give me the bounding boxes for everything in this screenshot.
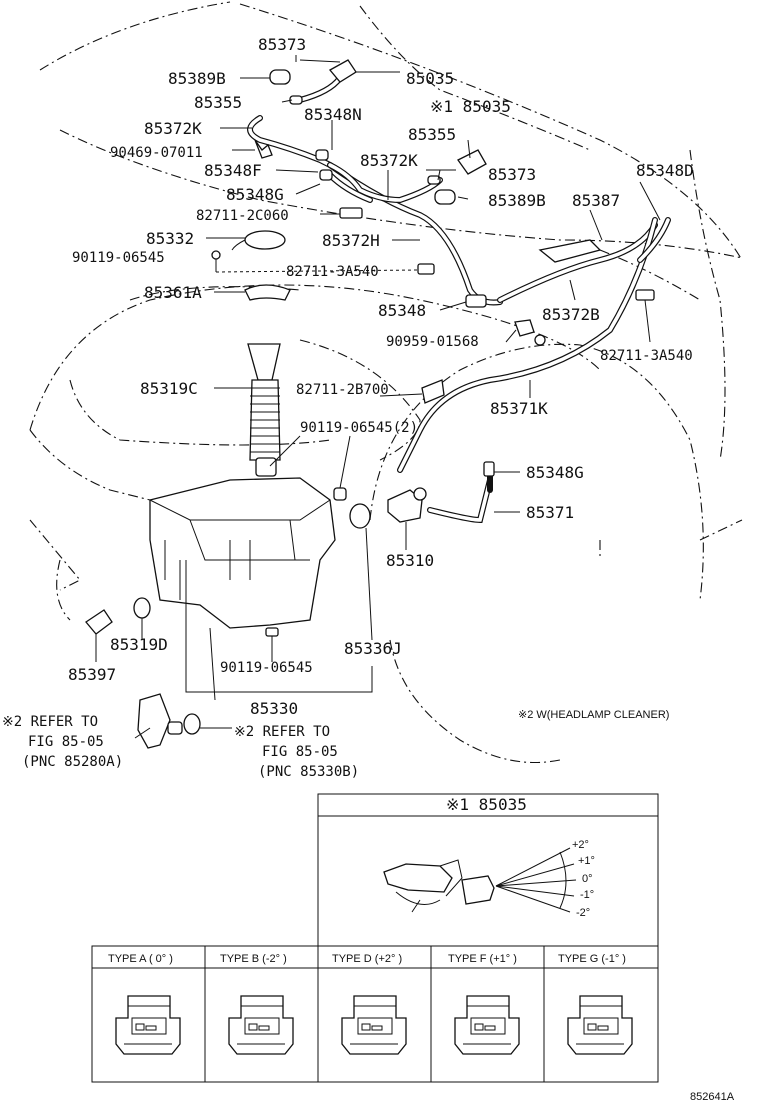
label-82711-2c060: 82711-2C060 xyxy=(196,208,289,224)
label-85355-top: 85355 xyxy=(194,93,242,112)
leader-lines xyxy=(95,55,661,739)
label-85348g-low: 85348G xyxy=(526,463,584,482)
angle-zero: 0° xyxy=(582,873,593,885)
label-85372b: 85372B xyxy=(542,305,600,324)
label-85387: 85387 xyxy=(572,191,620,210)
refer-right-line1: ※2 REFER TO xyxy=(234,724,330,740)
label-90959: 90959-01568 xyxy=(386,334,479,350)
connector-drawing-type-b xyxy=(228,995,294,1055)
figure-code: 852641A xyxy=(690,1091,735,1103)
angle-minus2: -2° xyxy=(576,907,590,919)
label-85310: 85310 xyxy=(386,551,434,570)
label-85330: 85330 xyxy=(250,699,298,718)
connector-drawing-type-a xyxy=(115,995,181,1055)
label-90469: 90469-07011 xyxy=(110,145,203,161)
detail-title: ※1 85035 xyxy=(446,795,527,814)
label-85355-mid: 85355 xyxy=(408,125,456,144)
hose-lines xyxy=(247,75,671,524)
label-90119-2: 90119-06545(2) xyxy=(300,420,418,436)
connector-drawing-type-d xyxy=(341,995,407,1055)
refer-left-line1: ※2 REFER TO xyxy=(2,714,98,730)
type-b-label: TYPE B (-2° ) xyxy=(220,953,287,965)
type-f-label: TYPE F (+1° ) xyxy=(448,953,517,965)
label-85348d: 85348D xyxy=(636,161,694,180)
label-85332: 85332 xyxy=(146,229,194,248)
type-a-label: TYPE A ( 0° ) xyxy=(108,953,173,965)
label-85319d: 85319D xyxy=(110,635,168,654)
label-90119-low: 90119-06545 xyxy=(220,660,313,676)
label-85389b-top: 85389B xyxy=(168,69,226,88)
label-85348n: 85348N xyxy=(304,105,362,124)
label-85336j: 85336J xyxy=(344,639,402,658)
refer-left-line2: FIG 85-05 xyxy=(28,734,104,750)
label-85371k: 85371K xyxy=(490,399,548,418)
label-85348g-top: 85348G xyxy=(226,185,284,204)
angle-plus2: +2° xyxy=(572,839,589,851)
connector-drawing-type-g xyxy=(567,995,633,1055)
label-85389b-mid: 85389B xyxy=(488,191,546,210)
label-85348: 85348 xyxy=(378,301,426,320)
label-82711-3a540-a: 82711-3A540 xyxy=(286,264,379,280)
angle-minus1: -1° xyxy=(580,889,594,901)
label-85397: 85397 xyxy=(68,665,116,684)
part-labels: 85373 85389B 85035 85355 ※1 85035 85348N… xyxy=(68,35,694,718)
refer-right-line3: (PNC 85330B) xyxy=(258,764,359,780)
angle-plus1: +1° xyxy=(578,855,595,867)
type-table: TYPE A ( 0° ) TYPE B (-2° ) TYPE D (+2° … xyxy=(91,945,659,1083)
label-82711-3a540-b: 82711-3A540 xyxy=(600,348,693,364)
label-85371: 85371 xyxy=(526,503,574,522)
detail-box: ※1 85035 +2° +1° 0° -1° -2° xyxy=(317,793,659,947)
label-82711-2b700: 82711-2B700 xyxy=(296,382,389,398)
label-85373-mid: 85373 xyxy=(488,165,536,184)
part-drawings xyxy=(85,59,655,749)
label-85373-top: 85373 xyxy=(258,35,306,54)
label-85035-top: 85035 xyxy=(406,69,454,88)
vehicle-body-outline xyxy=(29,1,743,764)
label-85372h: 85372H xyxy=(322,231,380,250)
label-85319c: 85319C xyxy=(140,379,198,398)
label-85361a: 85361A xyxy=(144,283,202,302)
type-g-label: TYPE G (-1° ) xyxy=(558,953,626,965)
reference-notes: ※2 REFER TO FIG 85-05 (PNC 85280A) ※2 RE… xyxy=(2,709,669,780)
label-85348f: 85348F xyxy=(204,161,262,180)
refer-left-line3: (PNC 85280A) xyxy=(22,754,123,770)
label-85372k-mid: 85372K xyxy=(360,151,418,170)
legend-headlamp-cleaner: ※2 W(HEADLAMP CLEANER) xyxy=(518,709,669,721)
label-90119-top: 90119-06545 xyxy=(72,250,165,266)
type-d-label: TYPE D (+2° ) xyxy=(332,953,402,965)
label-85372k-top: 85372K xyxy=(144,119,202,138)
label-85035-mark: ※1 85035 xyxy=(430,97,511,116)
refer-right-line2: FIG 85-05 xyxy=(262,744,338,760)
connector-drawing-type-f xyxy=(454,995,520,1055)
